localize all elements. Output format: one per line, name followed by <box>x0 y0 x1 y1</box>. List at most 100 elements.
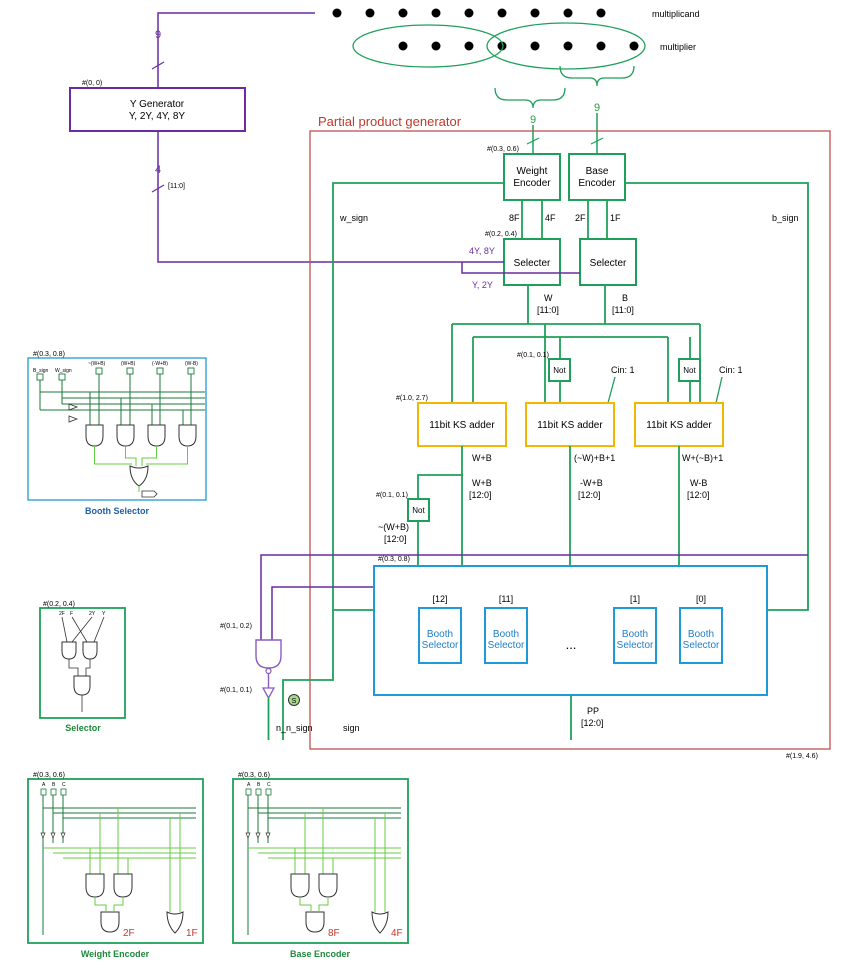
out3-label: W+(~B)+1 <box>682 453 723 463</box>
weight-encoder-block <box>503 153 561 201</box>
booth-selector-cell-0: Booth Selector <box>679 607 723 664</box>
buffer-gate <box>261 687 276 700</box>
notwb-label: ~(W+B) <box>378 522 409 532</box>
notwb-range: [12:0] <box>384 534 407 544</box>
b-sign-label: b_sign <box>772 213 799 223</box>
f4-label: 4F <box>545 213 556 223</box>
be-in-a: A <box>247 782 251 788</box>
bus-width-mid: 9 <box>530 114 536 126</box>
not2-coord: #(0.1, 0.1) <box>376 492 408 499</box>
sign-wire-2 <box>271 586 374 656</box>
base-encoder-schematic: #(0.3, 0.6) A B C <box>232 772 409 944</box>
y-generator-block <box>69 87 246 132</box>
be-in-c: C <box>267 782 271 788</box>
bs-idx-12: [12] <box>432 594 447 604</box>
selecter-b-block <box>579 238 637 286</box>
n-n-sign-label: n_n_sign <box>276 723 313 733</box>
f8-label: 8F <box>509 213 520 223</box>
svg-text:Booth: Booth <box>622 629 648 640</box>
weight-enc-l2: Encoder <box>513 178 551 189</box>
cin-1: Cin: 1 <box>611 365 635 375</box>
selecter-w-label: Selecter <box>514 258 551 269</box>
booth-selector-cell-12: Booth Selector <box>418 607 462 664</box>
be-out-a: 8F <box>328 928 340 939</box>
sel-in-2y: 2Y <box>89 611 96 617</box>
y48-label: 4Y, 8Y <box>469 246 495 256</box>
bus-width-left: 9 <box>155 29 161 41</box>
bus-width-right: 9 <box>594 102 600 114</box>
brace-left <box>494 87 566 109</box>
svg-text:Booth: Booth <box>688 629 714 640</box>
y12-label: Y, 2Y <box>472 280 493 290</box>
bs-in-notwb: ~(W+B) <box>88 361 106 367</box>
bs-in-bsign: B_sign <box>33 368 49 374</box>
booth-selector-cell-11: Booth Selector <box>484 607 528 664</box>
selector-schematic: #(0.2, 0.4) 2F F 2Y Y <box>39 601 126 719</box>
booth-selector-cell-1: Booth Selector <box>613 607 657 664</box>
multiplier-group-right <box>486 22 646 70</box>
b-label: B <box>622 293 628 303</box>
ks-adder-1-label: 11bit KS adder <box>429 420 495 431</box>
not-gate-3-label: Not <box>412 506 425 515</box>
bs-ellipsis: ... <box>566 637 577 652</box>
y-bus-wire <box>157 131 462 263</box>
multiplicand-dots <box>332 8 606 18</box>
ppg-coord: #(1.9, 4.6) <box>786 753 818 760</box>
ygen-title: Y Generator <box>130 99 185 110</box>
we-inset-coord: #(0.3, 0.6) <box>33 772 65 779</box>
probe-marker-label: S <box>292 698 297 705</box>
sign-wire-top <box>260 554 808 656</box>
not-gate-1-label: Not <box>553 366 566 375</box>
ygen-bus-range: [11:0] <box>168 183 185 190</box>
multiplier-group-left <box>352 24 504 68</box>
not-gate-3 <box>407 498 430 522</box>
bs-coord: #(0.3, 0.8) <box>378 556 410 563</box>
svg-text:Selector: Selector <box>617 640 654 651</box>
ks-adder-1 <box>417 402 507 447</box>
svg-text:Selector: Selector <box>422 640 459 651</box>
multiplicand-wire <box>157 12 315 88</box>
selecter-b-label: Selecter <box>590 258 627 269</box>
out1b-label: W+B <box>472 478 492 488</box>
booth-selector-schematic: #(0.3, 0.8) B_sign W_sign ~(W+B) (W+B) (… <box>27 351 207 501</box>
ks-adder-2-label: 11bit KS adder <box>537 420 603 431</box>
not-gate-2-label: Not <box>683 366 696 375</box>
sign-out-wire <box>282 610 334 740</box>
base-encoder-caption: Base Encoder <box>290 949 351 959</box>
ygen-outputs: Y, 2Y, 4Y, 8Y <box>129 111 185 122</box>
bs-idx-0: [0] <box>696 594 706 604</box>
cin-2: Cin: 1 <box>719 365 743 375</box>
brace-right <box>559 65 635 87</box>
out3b-label: W-B <box>690 478 707 488</box>
bs-in-wsign: W_sign <box>55 368 72 374</box>
base-enc-l2: Encoder <box>578 178 616 189</box>
not-gate-2 <box>678 358 701 382</box>
b-range: [11:0] <box>612 305 634 315</box>
not-coord: #(0.1, 0.1) <box>517 352 549 359</box>
multiplier-label: multiplier <box>660 42 696 52</box>
bs-idx-11: [11] <box>499 594 513 604</box>
bs-inset-coord: #(0.3, 0.8) <box>33 351 65 358</box>
we-in-c: C <box>62 782 66 788</box>
w-range: [11:0] <box>537 305 559 315</box>
svg-text:Booth: Booth <box>427 629 453 640</box>
bs-in-wmb: (W-B) <box>185 361 198 367</box>
bs-in-wb: (W+B) <box>121 361 136 367</box>
we-out-a: 2F <box>123 928 135 939</box>
we-in-a: A <box>42 782 46 788</box>
ks-adder-2 <box>525 402 615 447</box>
out2b-label: -W+B <box>580 478 603 488</box>
svg-text:Selector: Selector <box>488 640 525 651</box>
adder-coord: #(1.0, 2.7) <box>396 395 428 402</box>
w-label: W <box>544 293 553 303</box>
svg-text:Booth: Booth <box>493 629 519 640</box>
buf-coord: #(0.1, 0.1) <box>220 687 252 694</box>
pp-label: PP <box>587 706 599 716</box>
bs-idx-1: [1] <box>630 594 640 604</box>
svg-text:Selector: Selector <box>683 640 720 651</box>
b-sign-wire <box>625 182 809 611</box>
w-sign-wire <box>332 182 504 611</box>
out3b-range: [12:0] <box>687 490 710 500</box>
multiplicand-label: multiplicand <box>652 9 700 19</box>
